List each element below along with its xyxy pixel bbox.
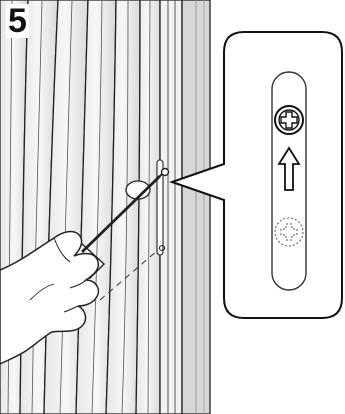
step-number: 5 [6, 4, 29, 38]
screw-head-icon [275, 106, 303, 134]
window-frame [160, 0, 210, 414]
